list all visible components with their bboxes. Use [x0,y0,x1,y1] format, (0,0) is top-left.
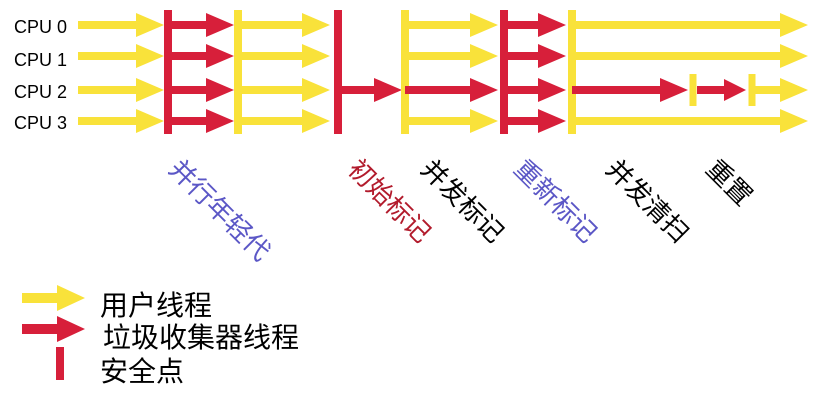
user-thread-arrow-cpu3-post-young [238,109,330,133]
legend-safepoint-bar [56,347,64,380]
thread-arrow-cpu3-concurrent-mark [405,109,498,133]
user-resume-bar-concurrent-mark [401,10,409,134]
user-resume-bar-concurrent-sweep [568,10,576,134]
user-thread-arrow-cpu1-final [572,44,808,68]
gc-thread-arrow-cpu3-young [168,109,234,133]
cpu-label-3: CPU 3 [14,113,68,133]
cpu-label-2: CPU 2 [14,82,68,102]
user-thread-arrow-cpu2-post-young [238,78,330,102]
safepoint-young-start [164,10,172,134]
thread-arrow-cpu2-concurrent-mark [405,78,498,102]
legend-user-thread-arrow [22,285,85,311]
gc-thread-arrow-cpu2-young [168,78,234,102]
gc-thread-arrow-cpu2-remark [504,78,566,102]
legend-safepoint-label: 安全点 [100,355,185,388]
phase-divider-reset-end [748,74,756,106]
gc-thread-arrow-cpu1-remark [504,44,566,68]
gc-thread-arrow-cpu0-young [168,13,234,37]
gc-thread-arrow-reset [697,79,746,101]
safepoint-initial-mark [334,10,342,134]
cpu-label-1: CPU 1 [14,50,68,70]
user-thread-arrow-cpu1-post-young [238,44,330,68]
phase-divider-sweep-reset [689,74,697,106]
user-thread-arrow-cpu3-pre-young [78,109,164,133]
user-resume-bar-after-young [234,10,242,134]
legend-user-thread-label: 用户线程 [100,289,213,322]
user-thread-arrow-cpu3-final [572,109,808,133]
thread-arrow-cpu1-concurrent-mark [405,44,498,68]
legend-gc-thread-arrow [22,316,85,342]
legend-gc-thread-label: 垃圾收集器线程 [103,321,300,354]
cpu-label-0: CPU 0 [14,17,68,37]
user-thread-arrow-cpu1-pre-young [78,44,164,68]
user-thread-arrow-cpu0-pre-young [78,13,164,37]
user-thread-arrow-cpu0-post-young [238,13,330,37]
user-thread-arrow-cpu0-final [572,13,808,37]
gc-thread-arrow-initial-mark [338,78,402,102]
user-thread-arrow-cpu2-pre-young [78,78,164,102]
thread-arrow-cpu0-concurrent-mark [405,13,498,37]
gc-thread-arrow-concurrent-sweep [572,78,688,102]
gc-thread-arrow-cpu1-young [168,44,234,68]
safepoint-remark [500,10,508,134]
gc-thread-arrow-cpu3-remark [504,109,566,133]
gc-thread-arrow-cpu0-remark [504,13,566,37]
user-thread-arrow-cpu2-final [755,78,808,102]
